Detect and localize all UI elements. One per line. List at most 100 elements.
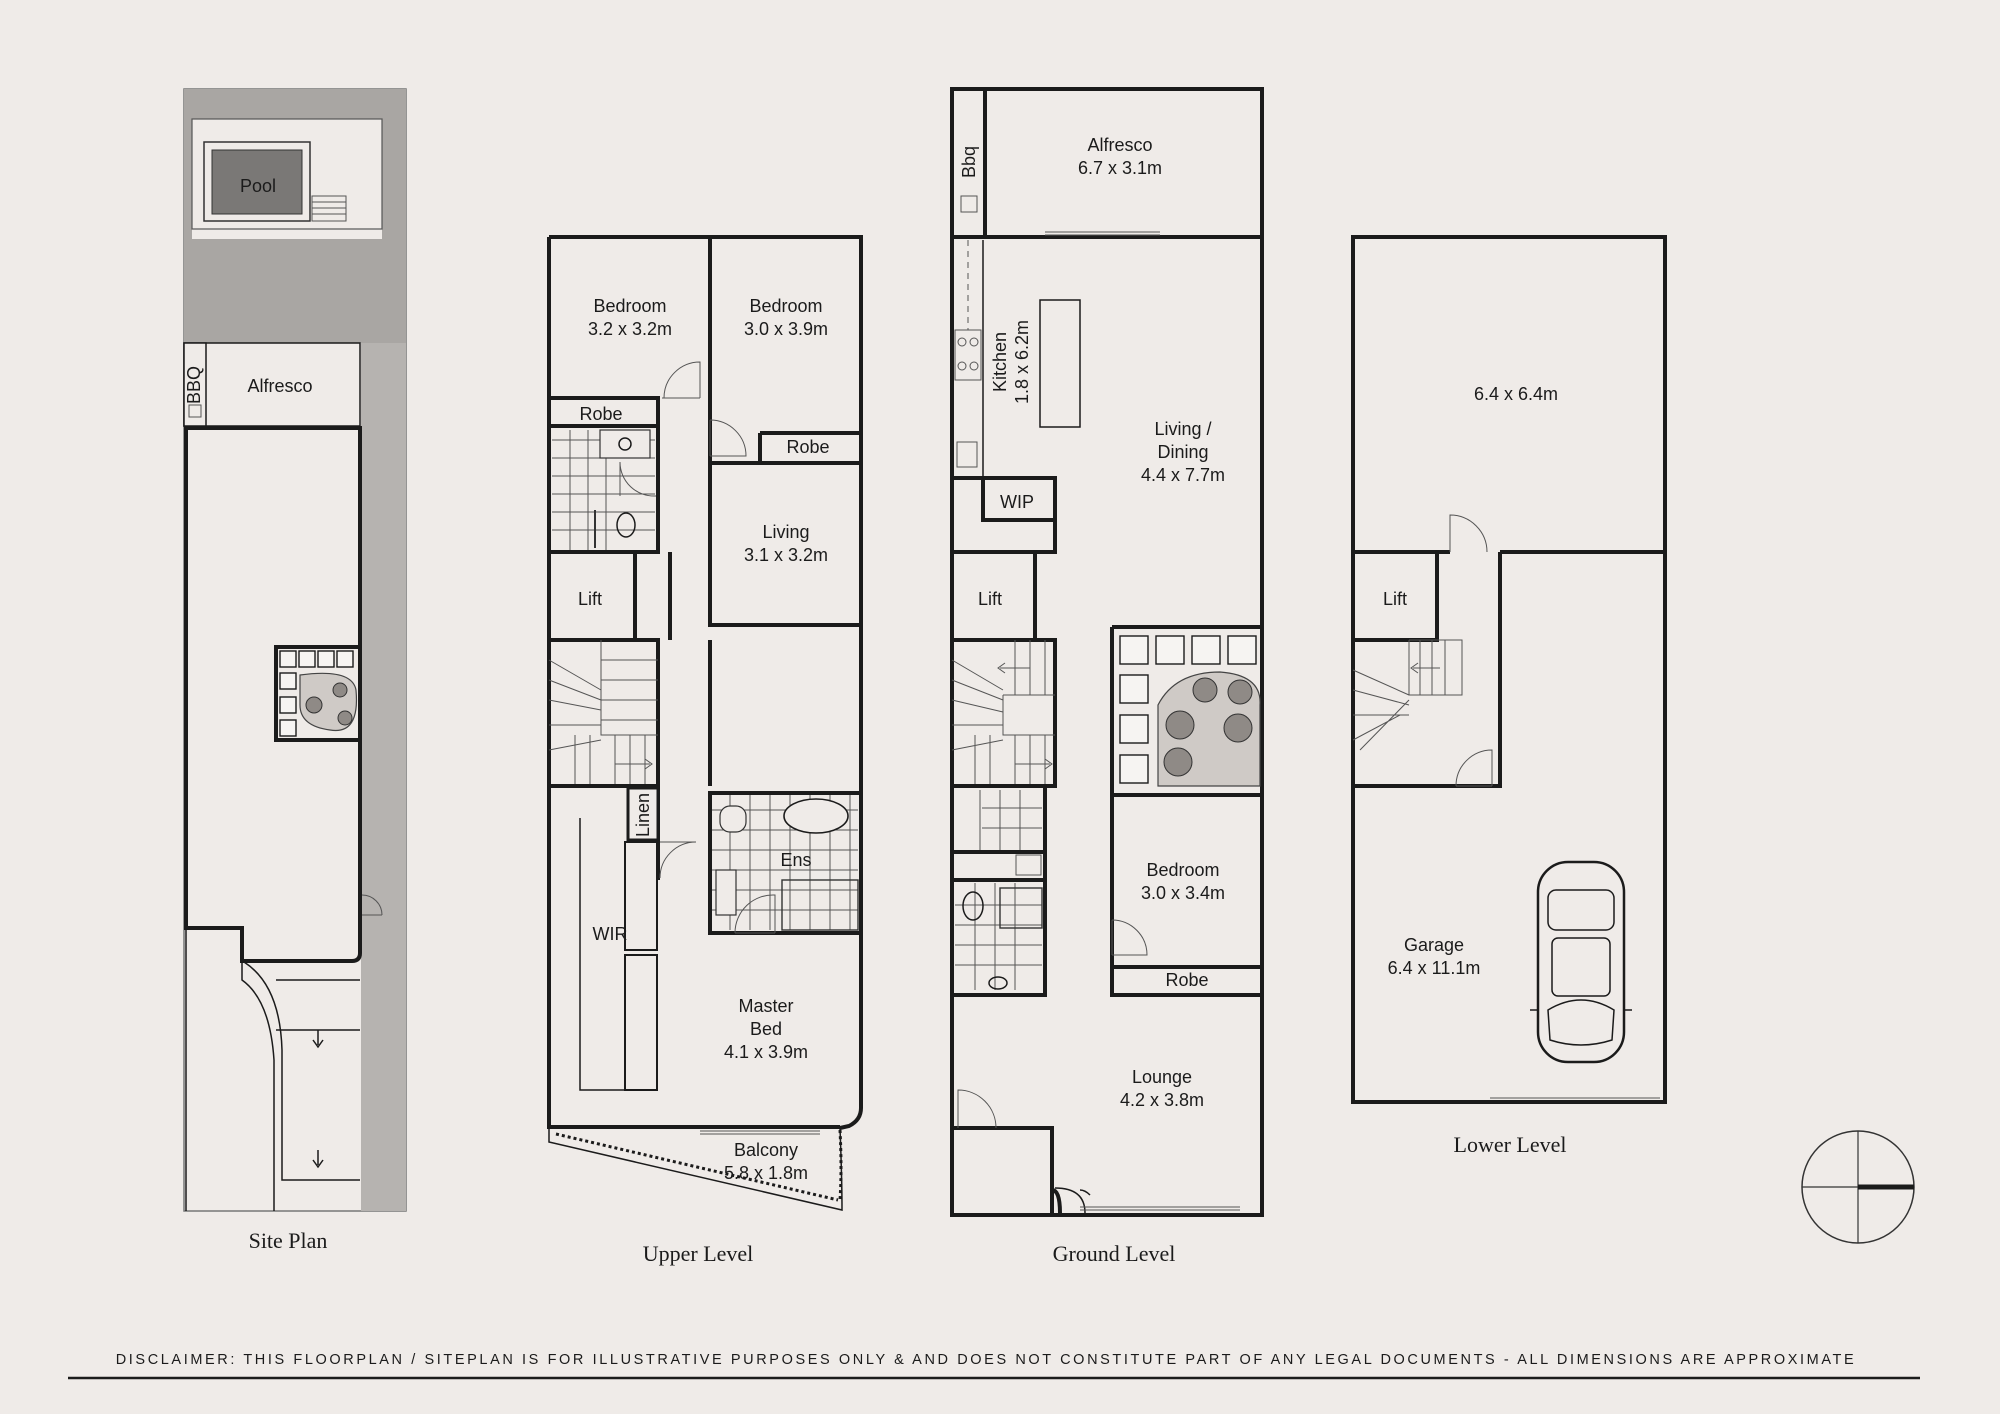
site-side-strip — [361, 343, 406, 1211]
ground-kitchen-size: 1.8 x 6.2m — [1012, 320, 1032, 404]
site-house-outline — [184, 426, 362, 963]
site-bbq-icon — [188, 404, 202, 418]
ground-lounge-size: 4.2 x 3.8m — [1120, 1090, 1204, 1110]
ground-wip-walls — [952, 476, 1057, 554]
upper-bed1-name: Bedroom — [593, 296, 666, 316]
upper-balcony-size: 5.8 x 1.8m — [724, 1163, 808, 1183]
ground-level-caption: Ground Level — [1053, 1241, 1176, 1266]
ground-hob-4 — [969, 361, 979, 371]
upper-wir-label: WIR — [593, 924, 628, 944]
ground-lounge-walls — [952, 1126, 1062, 1214]
lower-garage-name: Garage — [1404, 935, 1464, 955]
upper-bed1-size: 3.2 x 3.2m — [588, 319, 672, 339]
upper-bed2-name: Bedroom — [749, 296, 822, 316]
lower-lift-label: Lift — [1383, 589, 1407, 609]
ground-bedroom-walls — [1110, 795, 1262, 997]
site-alfresco-label: Alfresco — [247, 376, 312, 396]
site-arrow-1 — [312, 1030, 324, 1049]
ground-alfresco-size: 6.7 x 3.1m — [1078, 158, 1162, 178]
lower-garage-door — [1455, 749, 1493, 787]
compass-icon — [1801, 1130, 1915, 1244]
upper-balcony — [548, 1127, 843, 1211]
ground-hob-2 — [969, 337, 979, 347]
upper-ens-door — [734, 894, 776, 934]
upper-bed1-door — [662, 361, 701, 399]
upper-bed2-door — [709, 419, 747, 457]
ground-alfresco-door — [1045, 231, 1160, 236]
upper-robe2-label: Robe — [786, 437, 829, 457]
upper-toilet-icon — [616, 512, 636, 538]
pool-label: Pool — [240, 176, 276, 196]
ground-laundry-tub — [1015, 854, 1042, 876]
upper-wir-walls — [579, 818, 628, 1091]
site-gate-door — [361, 894, 383, 916]
lower-level-caption: Lower Level — [1454, 1132, 1567, 1157]
site-plan-caption: Site Plan — [249, 1228, 328, 1253]
site-plan: Pool BBQ Alfresco Site Plan — [183, 88, 407, 1253]
ground-lift-label: Lift — [978, 589, 1002, 609]
upper-wir-shelf-1 — [624, 841, 658, 951]
lower-core-walls — [1353, 552, 1502, 788]
pool-steps — [311, 195, 347, 222]
lower-garage-size: 6.4 x 11.1m — [1388, 958, 1481, 978]
site-yard-left — [184, 119, 192, 239]
ground-powder-shower — [999, 887, 1043, 929]
upper-linen-label: Linen — [633, 793, 653, 837]
upper-bath-vanity — [599, 429, 651, 459]
lower-outline — [1351, 235, 1667, 1104]
site-bbq-label: BBQ — [184, 366, 204, 404]
upper-wir-shelf-2 — [624, 954, 658, 1091]
ground-alfresco-wall — [952, 89, 1262, 239]
lower-level: 6.4 x 6.4m Lift Garage 6.4 x 11.1m Lower… — [1351, 235, 1667, 1157]
upper-ens-toilet-icon — [719, 805, 747, 833]
ground-robe-label: Robe — [1165, 970, 1208, 990]
ground-powder-basin — [988, 976, 1008, 990]
ground-bbq-icon — [960, 195, 978, 213]
ground-bbq-label: Bbq — [959, 146, 979, 178]
site-house-lower — [185, 928, 275, 1211]
upper-basin-icon — [618, 437, 632, 451]
upper-balcony-name: Balcony — [734, 1140, 798, 1160]
lower-storage-door — [1449, 514, 1488, 553]
site-yard-middle — [184, 239, 406, 343]
upper-master-size: 4.1 x 3.9m — [724, 1042, 808, 1062]
ground-lounge-slider — [1080, 1206, 1240, 1211]
ground-powder-toilet — [962, 891, 984, 921]
ground-kitchen-name: Kitchen — [990, 332, 1010, 392]
ground-wet-walls — [952, 784, 1047, 997]
upper-outline — [547, 235, 863, 1130]
upper-bed2-size: 3.0 x 3.9m — [744, 319, 828, 339]
ground-courtyard — [1119, 635, 1261, 787]
upper-robe1-label: Robe — [579, 404, 622, 424]
upper-ens-walls — [708, 791, 863, 935]
upper-shower-screen — [594, 510, 596, 548]
site-alfresco — [183, 342, 361, 427]
upper-ens-vanity — [715, 869, 737, 916]
ground-cooktop-icon — [954, 329, 982, 381]
ground-living-line1: Living / — [1154, 419, 1211, 439]
ground-level: Bbq Alfresco 6.7 x 3.1m Kitchen 1.8 x 6.… — [950, 87, 1264, 1266]
upper-wir-door — [659, 841, 697, 879]
upper-robe2-walls — [758, 431, 861, 463]
site-driveway-curve — [243, 961, 360, 1181]
ground-hob-3 — [957, 361, 967, 371]
ground-outline — [950, 87, 1264, 1217]
ground-bedroom-size: 3.0 x 3.4m — [1141, 883, 1225, 903]
ground-lounge-entry — [957, 1089, 997, 1129]
lower-storage-size: 6.4 x 6.4m — [1474, 384, 1558, 404]
upper-balcony-door — [700, 1130, 820, 1135]
ground-bedroom-door — [1111, 919, 1148, 956]
ground-living-size: 4.4 x 7.7m — [1141, 465, 1225, 485]
upper-level-caption: Upper Level — [643, 1241, 754, 1266]
upper-linen-box — [626, 786, 660, 842]
upper-bath-door — [619, 461, 657, 497]
ground-sink-icon — [956, 441, 978, 468]
ground-kitchen-island — [1039, 299, 1081, 428]
upper-living-name: Living — [762, 522, 809, 542]
lower-stairs — [1352, 639, 1463, 751]
ground-hob-1 — [957, 337, 967, 347]
upper-ens-shower — [781, 879, 859, 931]
upper-bed1-walls — [549, 396, 660, 428]
upper-ens-label: Ens — [780, 850, 811, 870]
